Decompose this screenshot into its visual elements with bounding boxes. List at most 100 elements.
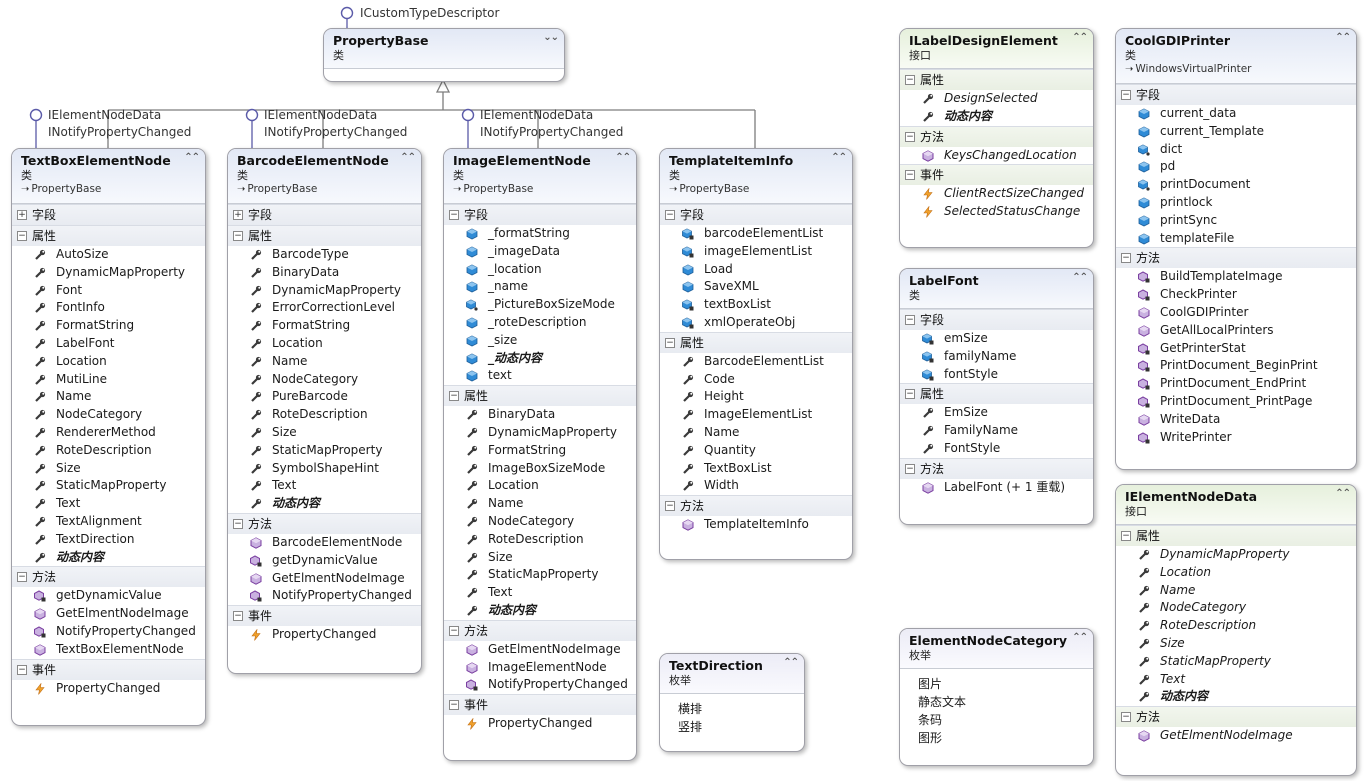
member-row[interactable]: BuildTemplateImage	[1116, 268, 1356, 286]
collapse-minus-icon[interactable]: −	[17, 572, 27, 583]
member-row[interactable]: SymbolShapeHint	[228, 460, 421, 478]
member-row[interactable]: DynamicMapProperty	[12, 264, 205, 282]
member-row[interactable]: SaveXML	[660, 278, 852, 296]
collapse-minus-icon[interactable]: −	[233, 611, 243, 622]
section-header[interactable]: −字段	[900, 309, 1093, 330]
section-header[interactable]: −方法	[660, 495, 852, 517]
member-row[interactable]: TemplateItemInfo	[660, 516, 852, 534]
collapse-minus-icon[interactable]: −	[1121, 712, 1131, 723]
member-row[interactable]: FormatString	[228, 317, 421, 335]
member-row[interactable]: Load	[660, 261, 852, 279]
member-row[interactable]: NodeCategory	[12, 406, 205, 424]
member-row[interactable]: 动态内容	[444, 602, 636, 620]
section-header[interactable]: −方法	[12, 566, 205, 588]
member-row[interactable]: StaticMapProperty	[12, 477, 205, 495]
collapse-minus-icon[interactable]: −	[233, 518, 243, 529]
member-row[interactable]: TextDirection	[12, 531, 205, 549]
member-row[interactable]: StaticMapProperty	[1116, 653, 1356, 671]
collapse-minus-icon[interactable]: −	[665, 210, 675, 220]
member-row[interactable]: Size	[1116, 635, 1356, 653]
collapse-chevron-icon[interactable]: ⌃⌃	[1072, 32, 1088, 43]
member-row[interactable]: FontInfo	[12, 299, 205, 317]
member-row[interactable]: _size	[444, 332, 636, 350]
member-row[interactable]: dict	[1116, 141, 1356, 159]
member-row[interactable]: pd	[1116, 158, 1356, 176]
section-header[interactable]: +字段	[12, 204, 205, 225]
collapse-minus-icon[interactable]: −	[1121, 90, 1131, 100]
collapse-minus-icon[interactable]: −	[1121, 531, 1131, 541]
collapse-minus-icon[interactable]: −	[905, 170, 915, 181]
collapse-minus-icon[interactable]: −	[905, 315, 915, 325]
member-row[interactable]: NotifyPropertyChanged	[228, 587, 421, 605]
member-row[interactable]: 动态内容	[228, 495, 421, 513]
enum-value[interactable]: 图片	[900, 675, 1093, 693]
member-row[interactable]: ErrorCorrectionLevel	[228, 299, 421, 317]
member-row[interactable]: 动态内容	[1116, 688, 1356, 706]
member-row[interactable]: StaticMapProperty	[444, 566, 636, 584]
collapse-minus-icon[interactable]: −	[905, 389, 915, 400]
collapse-minus-icon[interactable]: −	[905, 463, 915, 474]
member-row[interactable]: GetPrinterStat	[1116, 340, 1356, 358]
member-row[interactable]: Location	[444, 477, 636, 495]
member-row[interactable]: _formatString	[444, 225, 636, 243]
member-row[interactable]: ClientRectSizeChanged	[900, 185, 1093, 203]
section-header[interactable]: −方法	[1116, 706, 1356, 728]
member-row[interactable]: textBoxList	[660, 296, 852, 314]
collapse-minus-icon[interactable]: −	[449, 625, 459, 636]
member-row[interactable]: Height	[660, 388, 852, 406]
member-row[interactable]: Quantity	[660, 442, 852, 460]
enum-value[interactable]: 图形	[900, 729, 1093, 747]
section-header[interactable]: +字段	[228, 204, 421, 225]
member-row[interactable]: Size	[444, 549, 636, 567]
member-row[interactable]: PrintDocument_BeginPrint	[1116, 357, 1356, 375]
member-row[interactable]: imageElementList	[660, 243, 852, 261]
section-header[interactable]: −属性	[1116, 525, 1356, 546]
member-row[interactable]: ImageElementList	[660, 406, 852, 424]
collapse-chevron-icon[interactable]: ⌃⌃	[184, 152, 200, 163]
member-row[interactable]: _动态内容	[444, 350, 636, 368]
member-row[interactable]: ImageElementNode	[444, 659, 636, 677]
collapse-chevron-icon[interactable]: ⌃⌃	[615, 152, 631, 163]
member-row[interactable]: Font	[12, 282, 205, 300]
member-row[interactable]: RendererMethod	[12, 424, 205, 442]
member-row[interactable]: _roteDescription	[444, 314, 636, 332]
member-row[interactable]: NodeCategory	[444, 513, 636, 531]
section-header[interactable]: −属性	[900, 69, 1093, 90]
section-header[interactable]: −事件	[900, 164, 1093, 186]
member-row[interactable]: FormatString	[12, 317, 205, 335]
member-row[interactable]: BinaryData	[444, 406, 636, 424]
collapse-minus-icon[interactable]: −	[17, 231, 27, 241]
member-row[interactable]: Name	[228, 353, 421, 371]
member-row[interactable]: RoteDescription	[1116, 617, 1356, 635]
member-row[interactable]: xmlOperateObj	[660, 314, 852, 332]
member-row[interactable]: StaticMapProperty	[228, 442, 421, 460]
section-header[interactable]: −属性	[12, 225, 205, 246]
member-row[interactable]: fontStyle	[900, 366, 1093, 384]
member-row[interactable]: Location	[228, 335, 421, 353]
member-row[interactable]: 动态内容	[12, 549, 205, 567]
collapse-minus-icon[interactable]: −	[449, 391, 459, 402]
member-row[interactable]: GetElmentNodeImage	[12, 605, 205, 623]
member-row[interactable]: EmSize	[900, 404, 1093, 422]
member-row[interactable]: DynamicMapProperty	[444, 424, 636, 442]
section-header[interactable]: −方法	[900, 125, 1093, 147]
member-row[interactable]: ImageBoxSizeMode	[444, 460, 636, 478]
collapse-chevron-icon[interactable]: ⌃⌃	[1072, 272, 1088, 283]
member-row[interactable]: LabelFont	[12, 335, 205, 353]
member-row[interactable]: Location	[12, 353, 205, 371]
expand-plus-icon[interactable]: +	[233, 210, 243, 220]
member-row[interactable]: _PictureBoxSizeMode	[444, 296, 636, 314]
member-row[interactable]: WriteData	[1116, 411, 1356, 429]
member-row[interactable]: RoteDescription	[228, 406, 421, 424]
collapse-minus-icon[interactable]: −	[665, 501, 675, 512]
member-row[interactable]: _location	[444, 261, 636, 279]
